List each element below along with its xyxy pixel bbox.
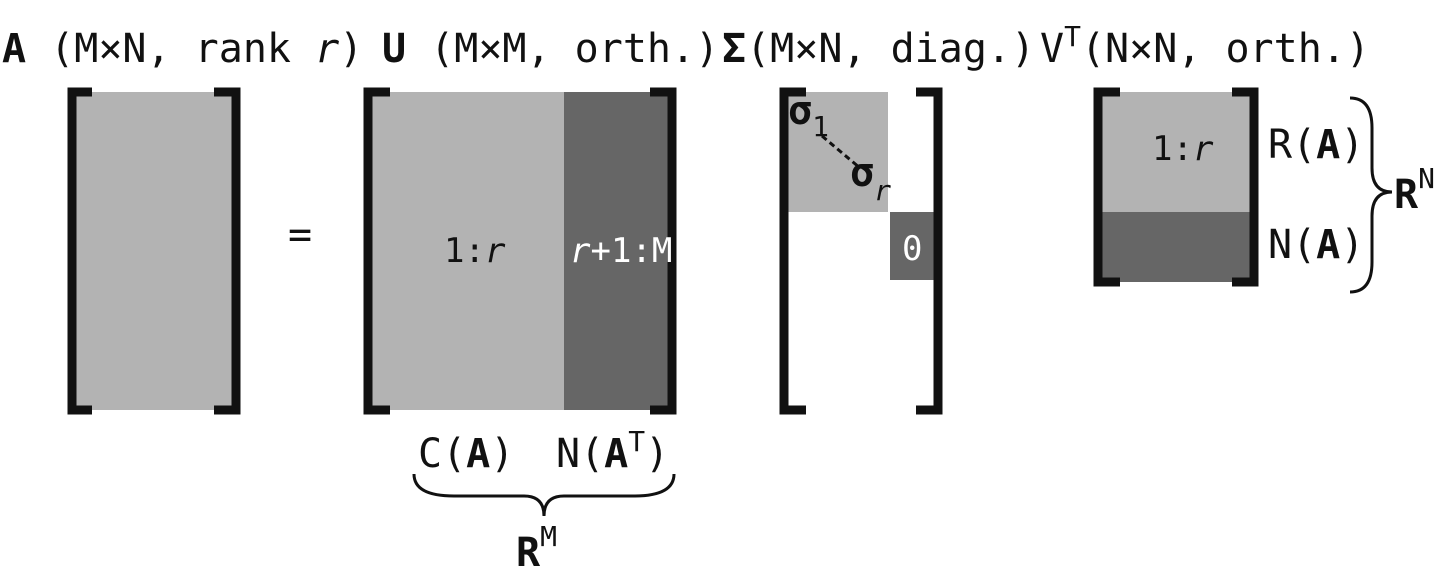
- rm-label: RM: [516, 520, 557, 576]
- matrix-a-right-bracket: [214, 87, 241, 415]
- vt-right-brace: [1349, 96, 1393, 294]
- matrix-sigma-left-bracket: [779, 87, 806, 415]
- row-space-label: R(A): [1268, 122, 1364, 168]
- matrix-vt-left-bracket: [1093, 87, 1120, 287]
- sigma-r-label: σr: [850, 150, 891, 207]
- left-null-space-label: N(AT): [556, 425, 669, 477]
- matrix-sigma-right-bracket: [916, 87, 943, 415]
- equals-sign: =: [288, 212, 312, 258]
- title-vt: VT(N×N, orth.): [1040, 20, 1370, 72]
- rn-label: RN: [1394, 162, 1435, 218]
- title-a: A (M×N, rank r): [2, 26, 363, 72]
- null-space-label: N(A): [1268, 222, 1364, 268]
- vt-top-block: [1098, 92, 1254, 212]
- title-u: U (M×M, orth.): [382, 26, 719, 72]
- sigma-diagonal-block: [784, 92, 888, 212]
- matrix-a: [67, 87, 241, 415]
- u-right-block: [564, 92, 672, 410]
- vt-bottom-block: [1098, 212, 1254, 282]
- sigma-diagonal-dashes: [821, 134, 861, 170]
- u-left-block-label: 1:r: [444, 231, 506, 271]
- u-right-block-label: r+1:M: [570, 231, 672, 271]
- matrix-vt: [1093, 87, 1259, 287]
- title-sigma: Σ(M×N, diag.): [722, 26, 1035, 72]
- vt-top-block-label: 1:r: [1152, 129, 1214, 169]
- matrix-sigma: [779, 87, 943, 415]
- u-left-block: [368, 92, 564, 410]
- matrix-a-fill: [72, 92, 236, 410]
- u-underbrace: [412, 473, 676, 517]
- sigma-zero-block: [890, 212, 936, 280]
- matrix-u: [363, 87, 677, 415]
- matrix-vt-right-bracket: [1232, 87, 1259, 287]
- matrix-a-left-bracket: [67, 87, 92, 415]
- col-space-label: C(A): [418, 431, 514, 477]
- matrix-u-right-bracket: [650, 87, 677, 415]
- sigma-1-label: σ1: [788, 88, 829, 143]
- sigma-zero-label: 0: [902, 229, 922, 269]
- matrix-u-left-bracket: [363, 87, 390, 415]
